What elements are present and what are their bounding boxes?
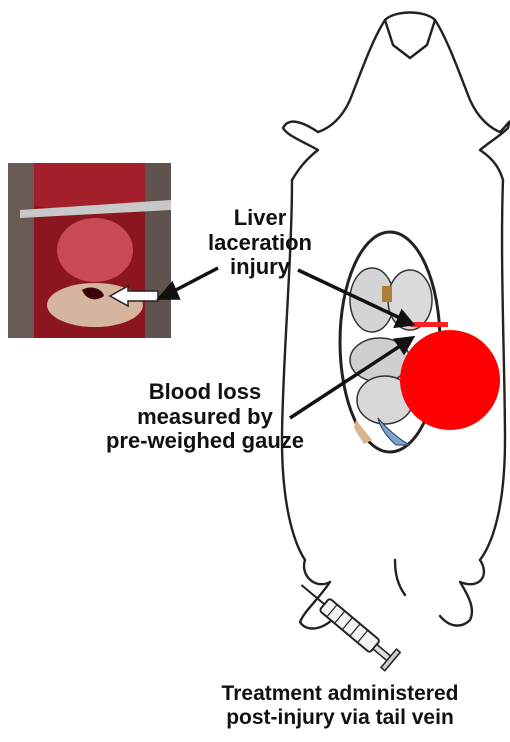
- surgical-photo: [8, 163, 171, 338]
- blood-loss-circle: [400, 330, 500, 430]
- rat-snout: [385, 13, 435, 59]
- rat-hind-right-leg: [440, 560, 484, 626]
- laceration-mark: [410, 322, 448, 327]
- blood-loss-label: Blood loss measured by pre-weighed gauze: [100, 380, 310, 454]
- rat-head: [318, 20, 500, 132]
- liver-laceration-label: Liver laceration injury: [195, 206, 325, 280]
- rat-tail: [395, 560, 405, 595]
- organ-tan-detail: [382, 286, 392, 302]
- treatment-label: Treatment administered post-injury via t…: [170, 682, 510, 729]
- syringe-icon: [294, 576, 401, 671]
- rat-front-left-leg: [283, 122, 318, 180]
